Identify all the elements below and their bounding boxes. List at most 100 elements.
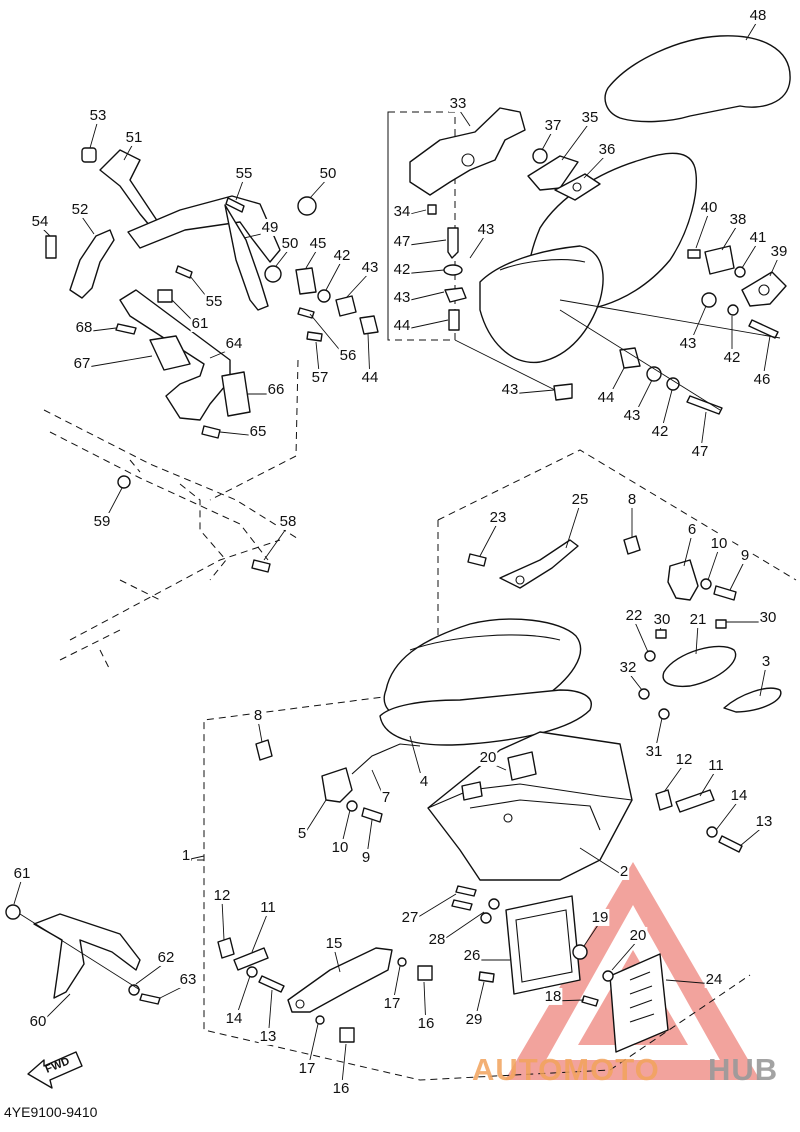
callout-20: 20 xyxy=(480,749,497,766)
latch-11-left xyxy=(233,947,269,971)
bolt-54 xyxy=(45,235,57,259)
callout-halo xyxy=(500,380,520,398)
callout-halo xyxy=(224,334,244,352)
callout-leader xyxy=(583,921,601,947)
callout-42: 42 xyxy=(652,423,669,440)
callout-42: 42 xyxy=(724,349,741,366)
clip-12-right xyxy=(655,789,673,811)
callout-leader xyxy=(333,947,341,973)
lid-4-ridge xyxy=(409,634,561,651)
callout-halo xyxy=(318,164,338,182)
callout-35: 35 xyxy=(582,109,599,126)
plate-26 xyxy=(505,895,581,995)
stay-frame-link xyxy=(295,359,299,457)
nut-61-lower xyxy=(5,904,21,920)
callout-halo xyxy=(74,318,94,336)
callout-halo xyxy=(427,930,447,948)
collar-44-left xyxy=(359,315,379,335)
washer-14-right xyxy=(706,826,718,838)
callout-halo xyxy=(266,380,286,398)
hinge-15 xyxy=(287,947,393,1013)
callout-12: 12 xyxy=(214,887,231,904)
callout-halo xyxy=(707,756,725,774)
callout-halo xyxy=(652,610,672,628)
nut-37 xyxy=(532,148,548,164)
collar-44-mid xyxy=(448,309,460,331)
watermark-brand-part1: AUTOMOTO xyxy=(472,1052,660,1087)
callout-10: 10 xyxy=(711,535,728,552)
callout-45: 45 xyxy=(310,235,327,252)
seat-48 xyxy=(604,35,791,123)
callout-17: 17 xyxy=(384,995,401,1012)
callout-34: 34 xyxy=(394,203,411,220)
bolt-57 xyxy=(306,331,323,342)
saddlebag-right-inner xyxy=(499,259,586,271)
callout-23: 23 xyxy=(490,509,507,526)
callout-leader xyxy=(683,533,693,567)
callout-halo xyxy=(464,1010,484,1028)
callout-halo xyxy=(416,1014,436,1032)
callout-44: 44 xyxy=(598,389,615,406)
callout-24: 24 xyxy=(706,971,723,988)
bolt-58 xyxy=(251,559,271,573)
callout-halo xyxy=(626,490,638,508)
callout-halo xyxy=(448,94,468,112)
reflector-3 xyxy=(723,687,782,713)
callout-halo xyxy=(156,948,176,966)
latch-6 xyxy=(667,559,699,601)
callout-11: 11 xyxy=(708,757,724,774)
washer-17-lower xyxy=(315,1015,325,1025)
callout-halo xyxy=(338,346,358,364)
callout-43: 43 xyxy=(478,221,495,238)
bolt-59 xyxy=(117,475,131,489)
callout-7: 7 xyxy=(382,789,390,806)
callout-50: 50 xyxy=(282,235,299,252)
latch-5 xyxy=(321,767,353,803)
callout-leader xyxy=(699,769,717,797)
callout-59: 59 xyxy=(94,513,111,530)
strap-7 xyxy=(351,743,421,775)
callout-18: 18 xyxy=(545,988,562,1005)
bolt-9-left xyxy=(361,807,383,823)
clip-8-left xyxy=(255,739,273,761)
callout-50: 50 xyxy=(320,165,337,182)
bolt-65 xyxy=(201,425,221,439)
bolt-55-mid xyxy=(175,265,193,279)
callout-halo xyxy=(392,260,412,278)
callout-halo xyxy=(729,786,749,804)
bracket-38 xyxy=(704,245,735,275)
callout-5: 5 xyxy=(298,825,306,842)
callout-43: 43 xyxy=(394,289,411,306)
callout-halo xyxy=(212,886,232,904)
callout-42: 42 xyxy=(394,261,411,278)
bolt-55-top xyxy=(225,197,245,213)
bolt-16-upper xyxy=(417,965,433,981)
bolt-23 xyxy=(467,553,487,567)
callout-halo xyxy=(760,652,772,670)
callout-leader xyxy=(221,899,225,941)
callout-56: 56 xyxy=(340,347,357,364)
bracket-33 xyxy=(409,107,526,196)
callout-43: 43 xyxy=(624,407,641,424)
callout-halo xyxy=(360,848,372,866)
callout-halo xyxy=(596,388,616,406)
callout-67: 67 xyxy=(74,355,91,372)
callout-halo xyxy=(754,812,774,830)
bolt-29 xyxy=(478,971,495,983)
callout-leader xyxy=(13,877,23,905)
washer-42-upper xyxy=(443,264,463,276)
frame-rail-dashed-2 xyxy=(129,459,227,581)
callout-halo xyxy=(180,846,192,864)
plate-24 xyxy=(609,953,669,1053)
hinge-15-hole xyxy=(295,999,305,1009)
callout-halo xyxy=(690,442,710,460)
washers-28-b xyxy=(480,912,492,924)
callout-halo xyxy=(178,970,198,988)
callout-leader xyxy=(325,259,343,291)
callout-leader xyxy=(251,911,269,953)
callout-8: 8 xyxy=(628,491,636,508)
drawing-code: 4YE9100-9410 xyxy=(4,1104,98,1120)
callout-9: 9 xyxy=(741,547,749,564)
callout-51: 51 xyxy=(126,129,143,146)
saddlebag-right-body xyxy=(479,245,604,364)
